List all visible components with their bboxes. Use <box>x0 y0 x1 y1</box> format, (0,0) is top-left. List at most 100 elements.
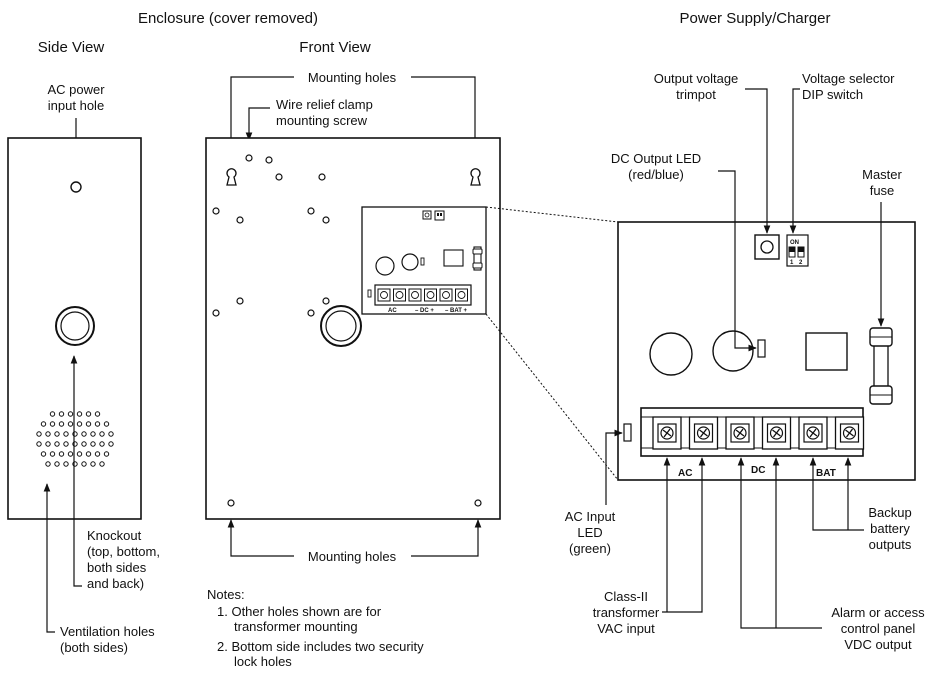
vent-hole <box>40 451 47 457</box>
knockout-label-line2: (top, bottom, <box>87 544 160 559</box>
vent-hole <box>99 441 105 447</box>
mounting-holes-bottom-label: Mounting holes <box>308 549 397 564</box>
vent-hole <box>85 421 92 427</box>
mini-terminal-head <box>395 291 404 299</box>
transformer-holes <box>212 156 330 317</box>
vent-hole <box>40 421 47 427</box>
capacitor-large <box>649 332 693 376</box>
terminal-screw <box>798 416 828 450</box>
vent-hole <box>49 411 56 417</box>
transformer-hole <box>318 173 326 181</box>
vent-hole <box>45 461 51 467</box>
dip-on-label: ON <box>790 240 799 246</box>
transformer-hole <box>212 309 220 317</box>
side-view: Side View AC power input hole Knockout (… <box>7 39 160 655</box>
vent-hole <box>58 411 65 417</box>
vent-hole <box>103 421 110 427</box>
mini-terminal-head <box>426 291 435 299</box>
ac-led-label-line3: (green) <box>569 541 611 556</box>
knockout-label-line4: and back) <box>87 576 144 591</box>
vent-hole <box>90 441 96 447</box>
clamp-label-line1: Wire relief clamp <box>276 97 373 112</box>
capacitor-medium <box>712 330 754 372</box>
terminal-bat-label: BAT <box>816 468 836 479</box>
trimpot-label-line1: Output voltage <box>654 71 739 86</box>
zoom-line-bottom <box>485 313 619 481</box>
terminal-screw <box>725 416 755 450</box>
vent-hole <box>81 461 87 467</box>
vent-hole <box>67 451 74 457</box>
trimpot-label-line2: trimpot <box>676 87 716 102</box>
dc-led-label-line2: (red/blue) <box>628 167 684 182</box>
mounting-holes-top-label: Mounting holes <box>308 70 397 85</box>
knockout-label-line1: Knockout <box>87 528 142 543</box>
notes-heading: Notes: <box>207 587 245 602</box>
transformer-label-line1: Class-II <box>604 589 648 604</box>
vent-hole <box>90 431 96 437</box>
vent-hole <box>81 441 87 447</box>
ac-power-hole <box>70 181 82 193</box>
vent-hole <box>85 411 92 417</box>
panel-label-line3: VDC output <box>844 637 912 652</box>
vent-hole <box>54 431 60 437</box>
panel-label-line2: control panel <box>841 621 916 636</box>
bottom-mount-hole-right <box>474 499 482 507</box>
transformer-hole <box>236 297 244 305</box>
vent-hole <box>49 421 56 427</box>
note-2-line1: 2. Bottom side includes two security <box>217 639 424 654</box>
vent-hole <box>76 451 83 457</box>
vent-hole <box>58 451 65 457</box>
mini-terminal-head <box>442 291 450 299</box>
vent-hole <box>90 461 96 467</box>
note-2-line2: lock holes <box>234 654 292 669</box>
terminal-dc-label: DC <box>751 465 765 476</box>
note-1-line2: transformer mounting <box>234 619 358 634</box>
vent-hole <box>99 461 105 467</box>
transformer-hole <box>307 207 315 215</box>
vent-hole <box>36 441 42 447</box>
keyhole-right <box>470 168 481 186</box>
trimpot-knob <box>760 240 774 254</box>
dip-2-label: 2 <box>799 260 803 266</box>
vent-hole <box>45 441 51 447</box>
transformer-hole <box>236 216 244 224</box>
vent-hole <box>54 461 60 467</box>
master-fuse <box>869 327 893 405</box>
terminal-screw <box>761 416 792 450</box>
fuse-label-line2: fuse <box>870 183 895 198</box>
clamp-screw-hole <box>245 154 253 162</box>
vent-hole <box>76 411 83 417</box>
knockout-label-line3: both sides <box>87 560 147 575</box>
dc-output-led <box>757 339 766 358</box>
vent-hole <box>108 431 114 437</box>
mini-psu-board: AC – DC + – BAT + <box>361 206 487 315</box>
transformer-hole <box>212 207 220 215</box>
terminal-block <box>640 407 865 457</box>
keyhole-left <box>226 168 237 186</box>
vent-hole <box>81 431 87 437</box>
vent-hole <box>54 441 60 447</box>
ac-hole-label-line1: AC power <box>47 82 105 97</box>
panel-label-line1: Alarm or access <box>831 605 925 620</box>
bottom-mount-hole-left <box>227 499 235 507</box>
transformer-label-line3: VAC input <box>597 621 655 636</box>
ventilation-label-line1: Ventilation holes <box>60 624 155 639</box>
vent-hole <box>85 451 92 457</box>
battery-label-line3: outputs <box>869 537 912 552</box>
fuse-label-line1: Master <box>862 167 902 182</box>
vent-hole <box>45 431 51 437</box>
terminal-screw <box>834 416 865 450</box>
battery-label-line1: Backup <box>868 505 911 520</box>
vent-hole <box>94 411 101 417</box>
ac-hole-label-line2: input hole <box>48 98 104 113</box>
mini-bat-label: – BAT + <box>445 308 468 314</box>
battery-label-line2: battery <box>870 521 910 536</box>
front-view: Front View Mounting holes Wire relief cl… <box>205 39 501 669</box>
vent-hole <box>58 421 65 427</box>
transformer-label-line2: transformer <box>593 605 660 620</box>
mini-ac-label: AC <box>388 308 397 314</box>
transformer-hole <box>265 156 273 164</box>
transformer-hole <box>322 297 330 305</box>
vent-hole <box>63 431 69 437</box>
